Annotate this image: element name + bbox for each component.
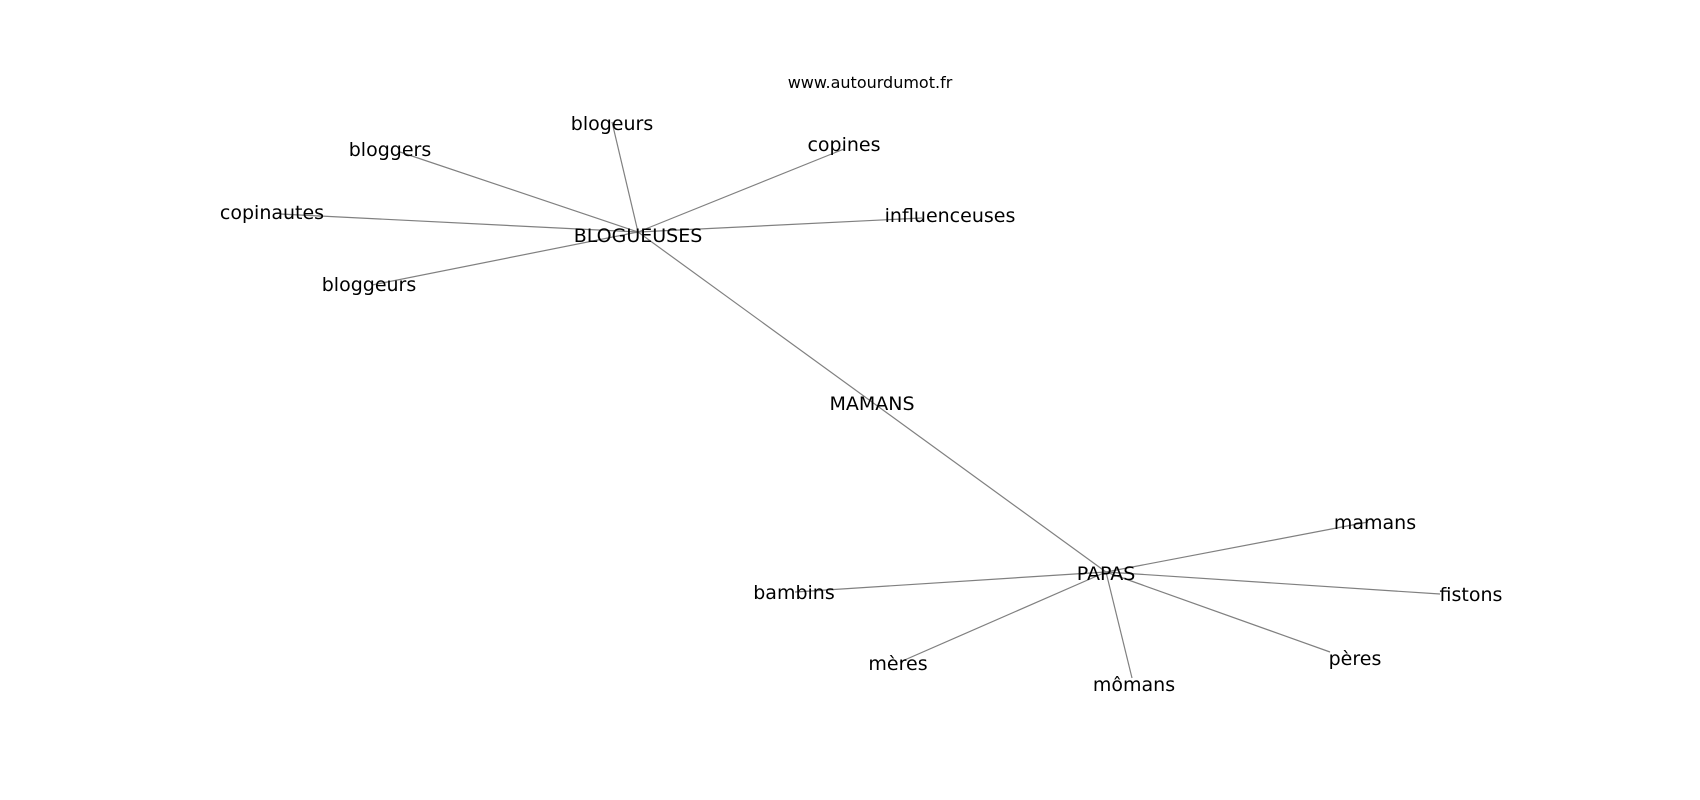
hub-node-blogueuses: BLOGUEUSES <box>574 225 703 247</box>
word-node: mamans <box>1334 512 1416 534</box>
edge-blogueuses-influenceuses <box>637 217 923 233</box>
edge-blogueuses-copines <box>637 148 845 233</box>
edge-papas-momans <box>1105 571 1133 679</box>
edge-blogueuses-bloggers <box>399 151 639 233</box>
edge-blogueuses-blogeurs <box>611 121 639 233</box>
word-node: pères <box>1329 648 1382 670</box>
edge-hub1-to-hub2 <box>637 231 1107 573</box>
word-node: mômans <box>1093 674 1175 696</box>
word-node: influenceuses <box>885 205 1016 227</box>
edge-blogueuses-copinautes <box>279 213 639 233</box>
word-node: copinautes <box>220 202 324 224</box>
edge-papas-bambins <box>794 571 1107 593</box>
word-node: bambins <box>753 582 835 604</box>
word-node: bloggeurs <box>322 274 417 296</box>
hub-node-papas: PAPAS <box>1077 563 1136 585</box>
site-url: www.autourdumot.fr <box>788 73 953 92</box>
center-node: MAMANS <box>829 393 914 415</box>
edge-papas-meres <box>899 571 1107 663</box>
nodes: MAMANS BLOGUEUSES blogeurs bloggers copi… <box>220 113 1503 696</box>
word-node: copines <box>807 134 880 156</box>
edge-papas-peres <box>1105 571 1331 653</box>
edges <box>279 121 1441 679</box>
word-node: mères <box>868 653 927 675</box>
word-node: blogeurs <box>571 113 653 135</box>
edge-papas-mamans <box>1105 521 1369 573</box>
word-node: bloggers <box>349 139 432 161</box>
edge-blogueuses-bloggeurs <box>371 231 639 286</box>
edge-papas-fistons <box>1105 571 1441 595</box>
word-node: fistons <box>1440 584 1503 606</box>
